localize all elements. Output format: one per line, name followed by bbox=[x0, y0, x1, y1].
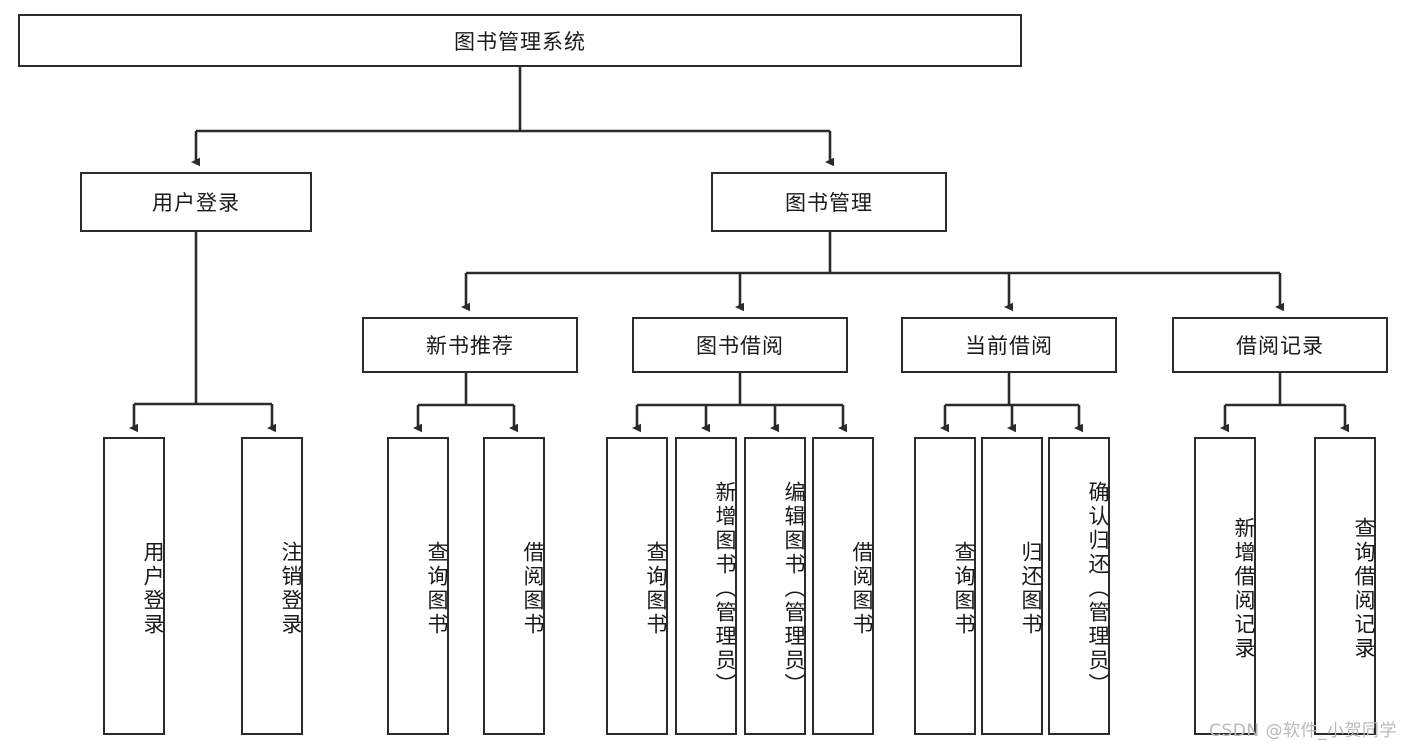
node-label: 编辑图书（管理员） bbox=[782, 481, 806, 697]
node-label: 当前借阅 bbox=[965, 334, 1053, 358]
node-root-book-management-system[interactable]: 图书管理系统 bbox=[18, 14, 1022, 67]
leaf-book-borrow-add[interactable]: 新增图书（管理员） bbox=[675, 437, 737, 735]
node-label: 新增图书（管理员） bbox=[713, 481, 737, 697]
node-label: 注销登录 bbox=[279, 541, 303, 637]
node-label: 借阅图书 bbox=[850, 541, 874, 637]
leaf-new-book-borrow[interactable]: 借阅图书 bbox=[483, 437, 545, 735]
node-label: 借阅记录 bbox=[1236, 334, 1324, 358]
leaf-user-login-login[interactable]: 用户登录 bbox=[103, 437, 165, 735]
node-book-borrow[interactable]: 图书借阅 bbox=[632, 317, 848, 373]
leaf-current-borrow-confirm-return[interactable]: 确认归还（管理员） bbox=[1048, 437, 1110, 735]
leaf-user-login-logout[interactable]: 注销登录 bbox=[241, 437, 303, 735]
node-current-borrow[interactable]: 当前借阅 bbox=[901, 317, 1117, 373]
leaf-current-borrow-query[interactable]: 查询图书 bbox=[914, 437, 976, 735]
node-label: 查询图书 bbox=[425, 541, 449, 637]
node-label: 图书借阅 bbox=[696, 334, 784, 358]
node-label: 借阅图书 bbox=[521, 541, 545, 637]
node-label: 确认归还（管理员） bbox=[1086, 481, 1110, 697]
leaf-book-borrow-query[interactable]: 查询图书 bbox=[606, 437, 668, 735]
watermark: CSDN @软件_小贺同学 bbox=[1209, 721, 1397, 741]
node-label: 查询借阅记录 bbox=[1352, 517, 1376, 661]
node-label: 图书管理 bbox=[785, 191, 873, 215]
node-new-book-recommend[interactable]: 新书推荐 bbox=[362, 317, 578, 373]
node-label: 查询图书 bbox=[952, 541, 976, 637]
node-label: 用户登录 bbox=[141, 541, 165, 637]
node-borrow-record[interactable]: 借阅记录 bbox=[1172, 317, 1388, 373]
node-user-login[interactable]: 用户登录 bbox=[80, 172, 312, 232]
leaf-book-borrow-edit[interactable]: 编辑图书（管理员） bbox=[744, 437, 806, 735]
leaf-book-borrow-borrow[interactable]: 借阅图书 bbox=[812, 437, 874, 735]
leaf-borrow-record-query[interactable]: 查询借阅记录 bbox=[1314, 437, 1376, 735]
leaf-current-borrow-return[interactable]: 归还图书 bbox=[981, 437, 1043, 735]
node-label: 归还图书 bbox=[1019, 541, 1043, 637]
leaf-borrow-record-add[interactable]: 新增借阅记录 bbox=[1194, 437, 1256, 735]
node-book-management[interactable]: 图书管理 bbox=[711, 172, 947, 232]
node-label: 新书推荐 bbox=[426, 334, 514, 358]
node-label: 图书管理系统 bbox=[454, 29, 586, 54]
node-label: 新增借阅记录 bbox=[1232, 517, 1256, 661]
node-label: 查询图书 bbox=[644, 541, 668, 637]
leaf-new-book-query[interactable]: 查询图书 bbox=[387, 437, 449, 735]
node-label: 用户登录 bbox=[152, 191, 240, 215]
